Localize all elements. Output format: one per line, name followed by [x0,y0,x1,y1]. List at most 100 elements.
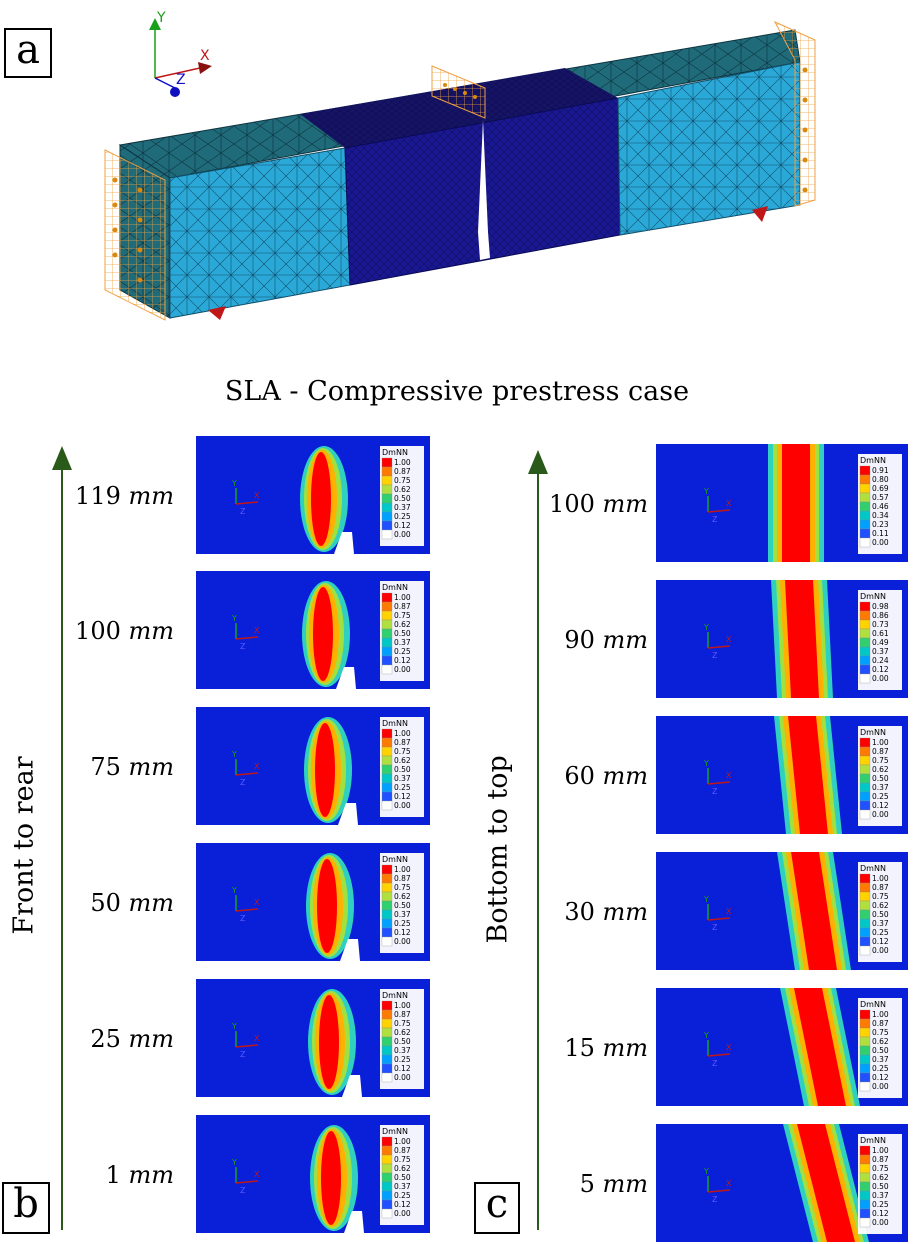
depth-label: 75 mm [90,753,174,781]
legend-swatch [381,457,393,468]
legend-swatch [859,755,871,766]
legend-value: 0.00 [394,665,411,674]
legend-value: 0.50 [394,494,411,503]
legend-value: 1.00 [394,729,411,738]
triad-z-label: Z [240,507,246,516]
legend-swatch [859,900,871,911]
depth-value: 75 [90,753,129,781]
legend-value: 0.25 [394,783,411,792]
legend-swatch [381,484,393,495]
legend-swatch [381,529,393,540]
depth-value: 50 [90,889,129,917]
legend-swatch [859,1217,871,1228]
legend-value: 0.62 [872,765,889,774]
triad-y-label: Y [703,623,709,632]
triad-x-label: X [726,635,732,644]
legend-value: 1.00 [394,458,411,467]
legend-swatch [859,673,871,684]
legend-value: 0.12 [872,1209,889,1218]
legend-value: 0.37 [872,783,889,792]
depth-value: 90 [564,626,603,654]
triad-z-label: Z [712,651,718,660]
triad-x-label: X [254,762,260,771]
damage-field: YXZDmNN1.000.870.750.620.500.370.250.120… [656,1124,908,1242]
triad-x [235,1180,259,1184]
notch [336,667,356,689]
panel-label-b: b [2,1182,50,1234]
damage-zone [311,452,331,546]
legend-swatch [381,655,393,666]
beam-mesh-figure: Y X Z [104,10,816,321]
triad-x [707,1053,731,1057]
legend-swatch [381,664,393,675]
triad-y-label: Y [703,1167,709,1176]
triad-y-label: Y [703,895,709,904]
legend-value: 0.00 [394,1073,411,1082]
legend-swatch [859,1018,871,1029]
legend-value: 0.91 [872,466,889,475]
legend-swatch [859,510,871,521]
triad-y-label: Y [231,750,237,759]
depth-unit: mm [128,1161,174,1189]
legend-value: 0.87 [872,883,889,892]
legend-value: 0.37 [872,919,889,928]
legend-value: 0.37 [394,1046,411,1055]
legend-swatch [381,891,393,902]
legend-title: DmNN [382,855,408,864]
legend-swatch [381,800,393,811]
legend-value: 0.12 [394,521,411,530]
legend-swatch [381,646,393,657]
legend-swatch [381,1190,393,1201]
legend-value: 0.00 [394,1209,411,1218]
legend-value: 0.25 [394,512,411,521]
triad-x [707,781,731,785]
panel-label-c: c [474,1182,520,1234]
depth-value: 100 [549,490,603,518]
damage-band [794,988,846,1106]
legend-title: DmNN [860,592,886,601]
legend-value: 0.37 [394,503,411,512]
legend-swatch [381,927,393,938]
top-load [431,65,486,119]
depth-value: 60 [564,762,603,790]
notch [338,803,358,825]
legend-value: 0.37 [872,1055,889,1064]
legend-title: DmNN [860,1000,886,1009]
legend-swatch [859,891,871,902]
triad-x [235,636,259,640]
legend-value: 1.00 [872,1146,889,1155]
legend-value: 0.23 [872,520,889,529]
legend-swatch [381,728,393,739]
legend-value: 0.62 [872,1173,889,1182]
legend-swatch [381,900,393,911]
legend-value: 0.75 [394,1019,411,1028]
triad-x [235,501,259,505]
bottom-to-top-label: Bottom to top [482,755,514,944]
legend-swatch [859,483,871,494]
legend-swatch [381,511,393,522]
legend-value: 0.50 [394,629,411,638]
depth-unit: mm [128,889,174,917]
panel-label-a: a [4,28,52,78]
legend-value: 0.62 [394,620,411,629]
legend-value: 0.37 [394,1182,411,1191]
legend-swatch [859,1145,871,1156]
axis-x-label: X [200,48,210,64]
triad-x-label: X [726,1043,732,1052]
legend-value: 0.75 [872,1164,889,1173]
legend-swatch [859,474,871,485]
damage-field: YXZDmNN1.000.870.750.620.500.370.250.120… [196,979,430,1097]
depth-label: 100 mm [75,617,174,645]
legend-value: 0.37 [394,910,411,919]
legend-value: 0.00 [872,1218,889,1227]
triad-y-label: Y [703,759,709,768]
triad-x [235,908,259,912]
legend-value: 1.00 [394,1001,411,1010]
legend-value: 0.75 [394,747,411,756]
legend-swatch [859,537,871,548]
damage-field: YXZDmNN0.980.860.730.610.490.370.240.120… [656,580,908,698]
